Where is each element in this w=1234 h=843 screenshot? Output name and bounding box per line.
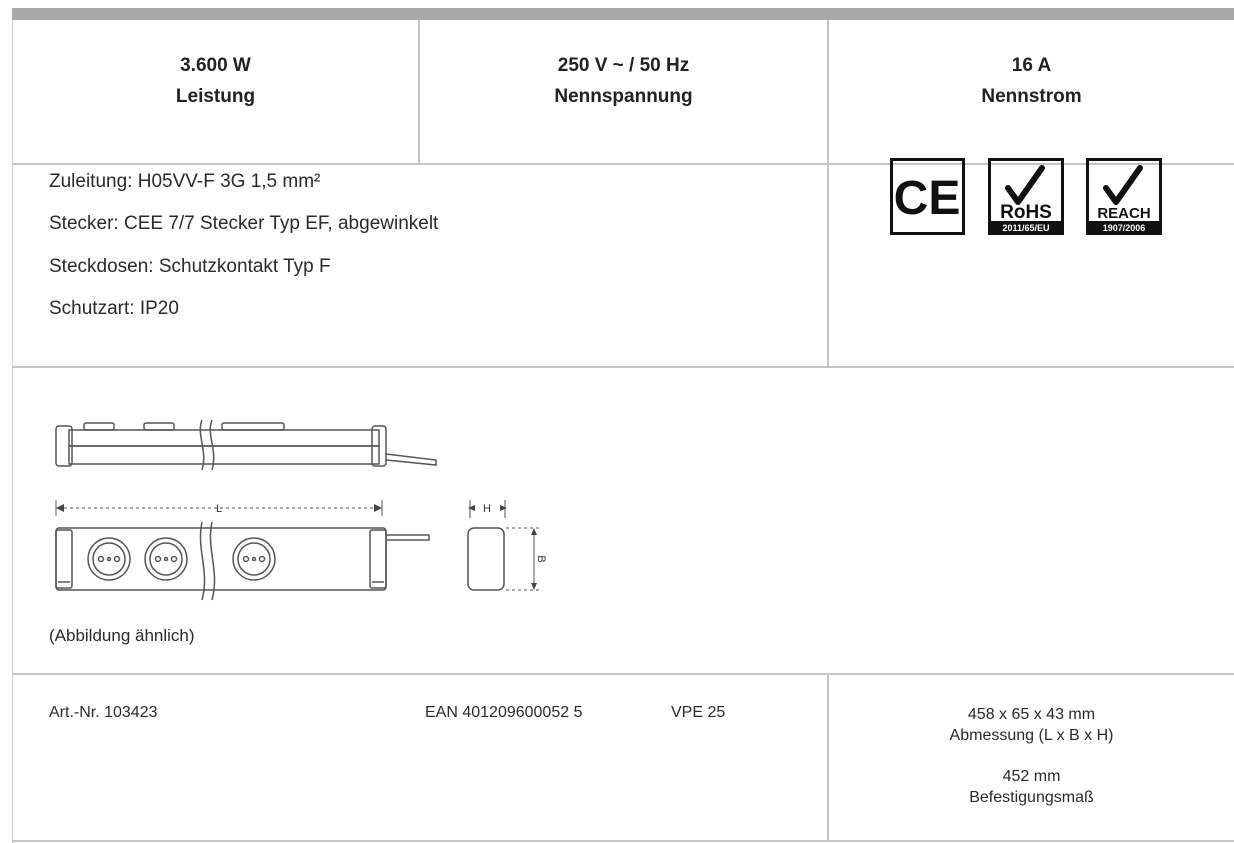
reach-code: 1907/2006 (1103, 223, 1146, 233)
packaging-unit: VPE 25 (671, 704, 726, 721)
rohs-mark-icon: RoHS 2011/65/EU (988, 158, 1064, 235)
col-divider-b (827, 20, 829, 366)
reach-check-icon (1103, 165, 1143, 205)
dimensions-block: 458 x 65 x 43 mm Abmessung (L x B x H) (829, 704, 1234, 746)
width-label: B (535, 555, 547, 562)
detail-plug: Stecker: CEE 7/7 Stecker Typ EF, abgewin… (49, 213, 439, 234)
bottom-border (12, 840, 1234, 842)
top-view (55, 521, 430, 601)
article-number: Art.-Nr. 103423 (49, 704, 158, 721)
col-divider-a (418, 20, 420, 163)
row-divider-2 (12, 366, 1234, 368)
row-divider-3 (12, 673, 1234, 675)
rohs-name: RoHS (1000, 202, 1052, 223)
spec-voltage-value: 250 V ~ / 50 Hz (557, 55, 690, 76)
side-view-break (199, 419, 215, 471)
spec-voltage-label: Nennspannung (554, 86, 693, 107)
mounting-label: Befestigungsmaß (969, 789, 1094, 806)
detail-protection: Schutzart: IP20 (49, 298, 179, 319)
top-bar (12, 8, 1234, 20)
reach-mark-icon: REACH 1907/2006 (1086, 158, 1162, 235)
length-dimension (55, 500, 383, 516)
reach-name: REACH (1097, 205, 1150, 222)
spec-voltage: 250 V ~ / 50 Hz Nennspannung (420, 50, 827, 112)
left-border (12, 20, 13, 843)
side-view (55, 422, 437, 467)
spec-current: 16 A Nennstrom (829, 50, 1234, 112)
ce-mark-icon: CE (890, 158, 965, 235)
ean-code: EAN 401209600052 5 (425, 704, 583, 721)
row-divider-1 (12, 163, 1234, 165)
dimensions-value: 458 x 65 x 43 mm (967, 706, 1096, 723)
power-strip-drawing: L (55, 419, 547, 601)
mounting-value: 452 mm (1002, 768, 1061, 785)
spec-current-value: 16 A (1011, 55, 1052, 76)
col-divider-c (827, 673, 829, 840)
height-label: H (483, 503, 491, 515)
rohs-check-icon (1005, 165, 1045, 205)
width-dimension (506, 527, 540, 591)
mounting-block: 452 mm Befestigungsmaß (829, 766, 1234, 808)
height-dimension (468, 500, 507, 518)
ce-mark-text: CE (894, 172, 961, 225)
spec-power-value: 3.600 W (180, 55, 251, 76)
spec-power-label: Leistung (175, 86, 256, 107)
dimensions-label: Abmessung (L x B x H) (949, 727, 1114, 744)
spec-power: 3.600 W Leistung (13, 50, 418, 112)
certification-marks: CE RoHS 2011/65/EU REACH 1907/2006 (890, 158, 1162, 235)
detail-sockets: Steckdosen: Schutzkontakt Typ F (49, 256, 331, 277)
detail-cable: Zuleitung: H05VV-F 3G 1,5 mm² (49, 171, 321, 192)
length-label: L (216, 503, 222, 515)
rohs-code: 2011/65/EU (1002, 223, 1049, 233)
spec-current-label: Nennstrom (981, 86, 1082, 107)
end-view (467, 527, 505, 591)
drawing-caption: (Abbildung ähnlich) (49, 626, 195, 645)
